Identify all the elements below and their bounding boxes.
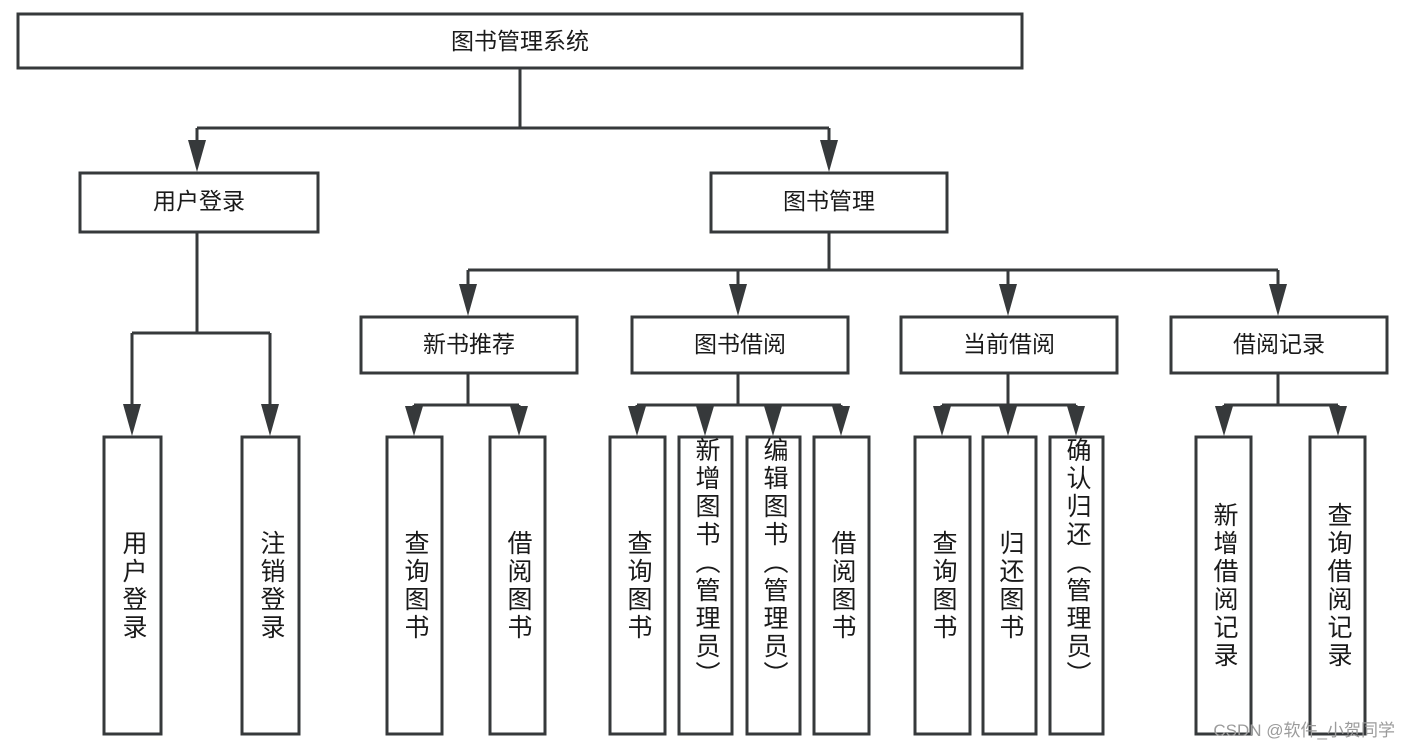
node-root[interactable]: 图书管理系统	[16, 12, 1024, 70]
node-new-book-recommend[interactable]: 新书推荐	[359, 315, 579, 375]
leaf-box-borrow-record-1[interactable]	[1308, 435, 1367, 736]
arrow-root-to-user-login	[188, 140, 206, 172]
node-book-manage[interactable]: 图书管理	[709, 171, 949, 234]
arrow-bookmanage-child-1	[729, 284, 747, 316]
node-book-manage-box[interactable]	[709, 171, 949, 234]
node-user-login[interactable]: 用户登录	[78, 171, 320, 234]
arrow-currentborrow-leaf-1	[999, 406, 1017, 436]
node-new-book-recommend-box[interactable]	[359, 315, 579, 375]
arrow-bookmanage-child-0	[459, 284, 477, 316]
node-new-book-recommend-label: 新书推荐	[423, 331, 515, 357]
leaf-box-current-borrow-1[interactable]	[981, 435, 1038, 736]
leaf-box-new-book-1[interactable]	[488, 435, 547, 736]
node-borrow-record-box[interactable]	[1169, 315, 1389, 375]
node-book-manage-label: 图书管理	[783, 188, 875, 214]
arrow-bookborrow-leaf-0	[628, 406, 646, 436]
node-current-borrow-box[interactable]	[899, 315, 1119, 375]
node-book-borrow-label: 图书借阅	[694, 331, 786, 357]
arrow-bookmanage-child-3	[1269, 284, 1287, 316]
node-root-label: 图书管理系统	[451, 28, 589, 54]
leaf-box-user-login-1[interactable]	[240, 435, 301, 736]
node-user-login-label: 用户登录	[153, 188, 245, 214]
leaf-box-user-login-0[interactable]	[102, 435, 163, 736]
node-current-borrow-label: 当前借阅	[963, 331, 1055, 357]
leaf-box-book-borrow-0[interactable]	[608, 435, 667, 736]
arrow-borrowrecord-leaf-0	[1215, 406, 1233, 436]
arrow-bookmanage-child-2	[999, 284, 1017, 316]
leaf-box-new-book-0[interactable]	[385, 435, 444, 736]
edges-group	[123, 68, 1347, 436]
leaf-box-borrow-record-0[interactable]	[1194, 435, 1253, 736]
arrow-userlogin-leaf-0	[123, 404, 141, 436]
csdn-watermark: CSDN @软件_小贺同学	[1213, 721, 1395, 740]
leaf-box-book-borrow-1[interactable]	[677, 435, 734, 736]
arrow-newbook-leaf-0	[405, 406, 423, 436]
node-current-borrow[interactable]: 当前借阅	[899, 315, 1119, 375]
arrow-newbook-leaf-1	[510, 406, 528, 436]
arrow-bookborrow-leaf-1	[696, 406, 714, 436]
leaf-box-book-borrow-3[interactable]	[812, 435, 871, 736]
node-book-borrow[interactable]: 图书借阅	[630, 315, 850, 375]
node-borrow-record[interactable]: 借阅记录	[1169, 315, 1389, 375]
arrow-borrowrecord-leaf-1	[1329, 406, 1347, 436]
arrow-currentborrow-leaf-0	[933, 406, 951, 436]
node-borrow-record-label: 借阅记录	[1233, 331, 1325, 357]
arrow-bookborrow-leaf-3	[832, 406, 850, 436]
arrow-bookborrow-leaf-2	[764, 406, 782, 436]
leaf-box-current-borrow-0[interactable]	[913, 435, 972, 736]
leaf-box-current-borrow-2[interactable]	[1048, 435, 1105, 736]
arrow-userlogin-leaf-1	[261, 404, 279, 436]
leaf-box-book-borrow-2[interactable]	[745, 435, 802, 736]
arrow-currentborrow-leaf-2	[1067, 406, 1085, 436]
node-book-borrow-box[interactable]	[630, 315, 850, 375]
node-user-login-box[interactable]	[78, 171, 320, 234]
node-root-box[interactable]	[16, 12, 1024, 70]
arrow-root-to-book-manage	[820, 140, 838, 172]
